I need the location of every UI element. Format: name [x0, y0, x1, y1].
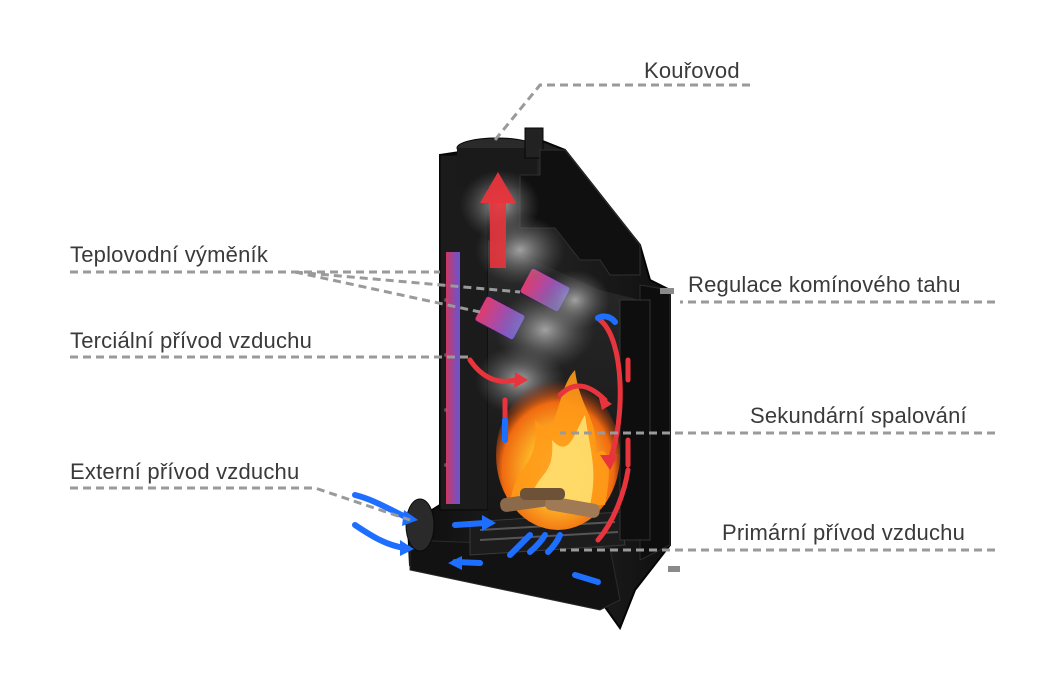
label-primary-air: Primární přívod vzduchu	[722, 520, 966, 545]
label-flue: Kouřovod	[644, 58, 740, 83]
leader-external-air	[70, 486, 411, 522]
label-draft-regulation: Regulace komínového tahu	[688, 272, 961, 297]
hot-airflow-arrowheads	[514, 372, 618, 470]
label-secondary-combustion: Sekundární spalování	[750, 403, 967, 428]
label-tertiary-air: Terciální přívod vzduchu	[70, 328, 313, 353]
leader-heat-exchanger-3	[294, 270, 481, 314]
leader-heat-exchanger-2	[294, 270, 521, 294]
fire	[496, 370, 620, 530]
leader-flue	[493, 83, 750, 141]
label-heat-exchanger: Teplovodní výměník	[70, 242, 269, 267]
hot-airflow	[467, 317, 631, 543]
cold-airflow-arrowheads	[400, 510, 496, 570]
leader-lines	[70, 83, 995, 552]
label-external-air: Externí přívod vzduchu	[70, 459, 300, 484]
flue-gas-arrow	[480, 172, 516, 268]
